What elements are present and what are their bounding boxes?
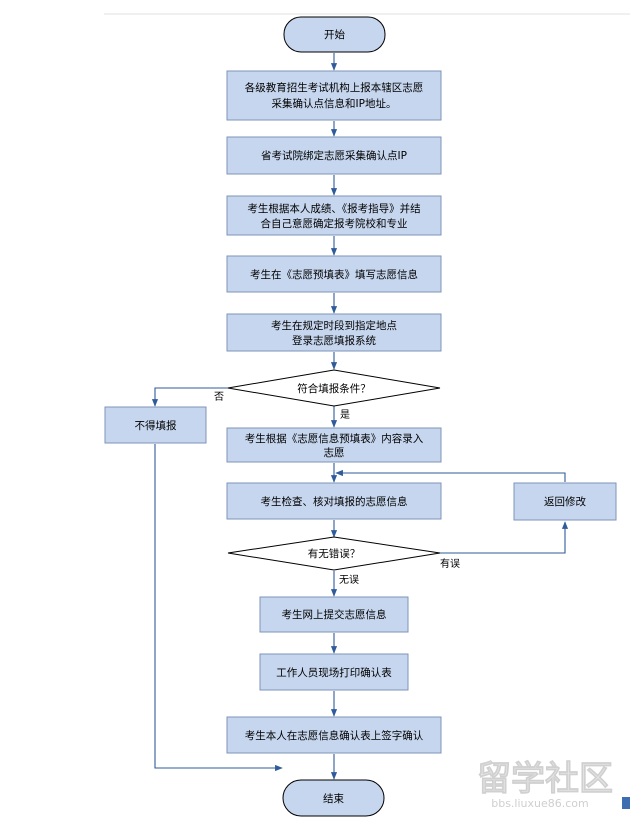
step10-box: 考生本人在志愿信息确认表上签字确认 [226,716,442,754]
watermark-url: bbs.liuxue86.com [491,797,589,810]
decision1-yes-label: 是 [340,409,350,421]
edge-decision2-error [440,521,569,554]
decision2-label: 有无错误？ [308,547,361,560]
decision2-diamond: 有无错误？ [227,536,441,571]
step4-box: 考生在《志愿预填表》填写志愿信息 [226,255,442,293]
step6-line1: 考生根据《志愿信息预填表》内容录入 [245,432,424,445]
step9-box: 工作人员现场打印确认表 [259,653,409,691]
decision2-ok-label: 无误 [339,574,359,586]
decision2-error-label: 有误 [440,557,460,570]
step5-line2: 登录志愿填报系统 [292,334,376,347]
step1-line2: 采集确认点信息和IP地址。 [272,97,397,110]
step3-box: 考生根据本人成绩、《报考指导》并结 合自己意愿确定报考院校和专业 [226,195,442,236]
no-fill-label: 不得填报 [135,419,177,432]
no-fill-box: 不得填报 [104,406,207,444]
watermark-badge-icon [622,797,630,809]
end-node: 结束 [282,779,385,817]
step3-line2: 合自己意愿确定报考院校和专业 [261,217,408,230]
return-edit-box: 返回修改 [513,482,617,521]
step6-box: 考生根据《志愿信息预填表》内容录入 志愿 [226,427,442,463]
step3-line1: 考生根据本人成绩、《报考指导》并结 [247,202,420,215]
step2-box: 省考试院绑定志愿采集确认点IP [226,136,442,175]
start-node: 开始 [283,16,386,53]
step5-box: 考生在规定时段到指定地点 登录志愿填报系统 [226,313,442,352]
end-label: 结束 [323,792,344,805]
step4-label: 考生在《志愿预填表》填写志愿信息 [250,268,418,281]
step7-box: 考生检查、核对填报的志愿信息 [226,482,442,520]
step7-label: 考生检查、核对填报的志愿信息 [261,495,408,508]
step8-box: 考生网上提交志愿信息 [259,596,409,633]
watermark-text: 留学社区 [477,759,613,799]
start-label: 开始 [324,28,345,41]
step1-box: 各级教育招生考试机构上报本辖区志愿 采集确认点信息和IP地址。 [226,70,442,121]
step2-label: 省考试院绑定志愿采集确认点IP [261,149,407,162]
decision1-diamond: 符合填报条件？ [227,369,441,407]
step5-line1: 考生在规定时段到指定地点 [271,319,397,332]
step10-label: 考生本人在志愿信息确认表上签字确认 [245,729,424,742]
watermark: 留学社区 bbs.liuxue86.com [477,759,630,810]
step6-line2: 志愿 [324,446,345,459]
edge-return-step7 [335,469,566,482]
decision1-no-label: 否 [214,391,224,403]
return-edit-label: 返回修改 [544,495,586,508]
step1-line1: 各级教育招生考试机构上报本辖区志愿 [245,81,424,94]
connectors [151,53,569,780]
step9-label: 工作人员现场打印确认表 [276,666,392,679]
decision1-label: 符合填报条件？ [297,382,371,395]
edge-decision1-no [151,387,228,407]
step8-label: 考生网上提交志愿信息 [282,608,387,621]
edge-nofill-end [154,444,283,772]
